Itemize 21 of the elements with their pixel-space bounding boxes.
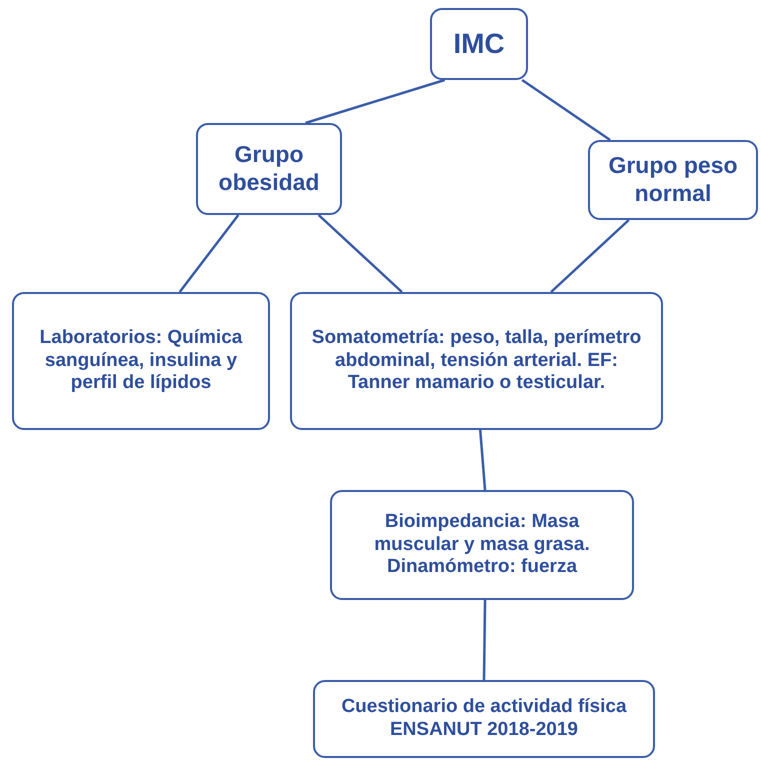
process-box bbox=[290, 292, 663, 430]
connector-line bbox=[305, 78, 446, 124]
node-text: Cuestionario de actividad física ENSANUT 2018-2019 bbox=[340, 696, 628, 742]
connector-line bbox=[178, 214, 240, 293]
node-text: Somatometría: peso, talla, perímetro abdominal, tensión arterial. EF: Tanner mamario o testicular. bbox=[310, 326, 642, 396]
node-text: IMC bbox=[453, 27, 505, 61]
node-text: Grupo obesidad bbox=[218, 141, 320, 197]
node-text: Bioimpedancia: Masa muscular y masa grasa. Dinamómetro: fuerza bbox=[373, 510, 591, 580]
connector-line bbox=[318, 214, 403, 293]
process-box bbox=[430, 8, 528, 80]
process-box bbox=[196, 123, 342, 215]
node-text: Laboratorios: Química sanguínea, insulina y perfil de lípidos bbox=[38, 326, 244, 396]
process-box bbox=[330, 490, 634, 600]
connector-line bbox=[550, 219, 630, 293]
connector-line bbox=[482, 600, 486, 680]
node-text: Grupo peso normal bbox=[607, 152, 739, 208]
process-box bbox=[313, 680, 655, 758]
connector-line bbox=[521, 78, 611, 142]
process-box bbox=[588, 140, 758, 220]
process-box bbox=[12, 292, 270, 430]
connector-line bbox=[478, 430, 486, 490]
